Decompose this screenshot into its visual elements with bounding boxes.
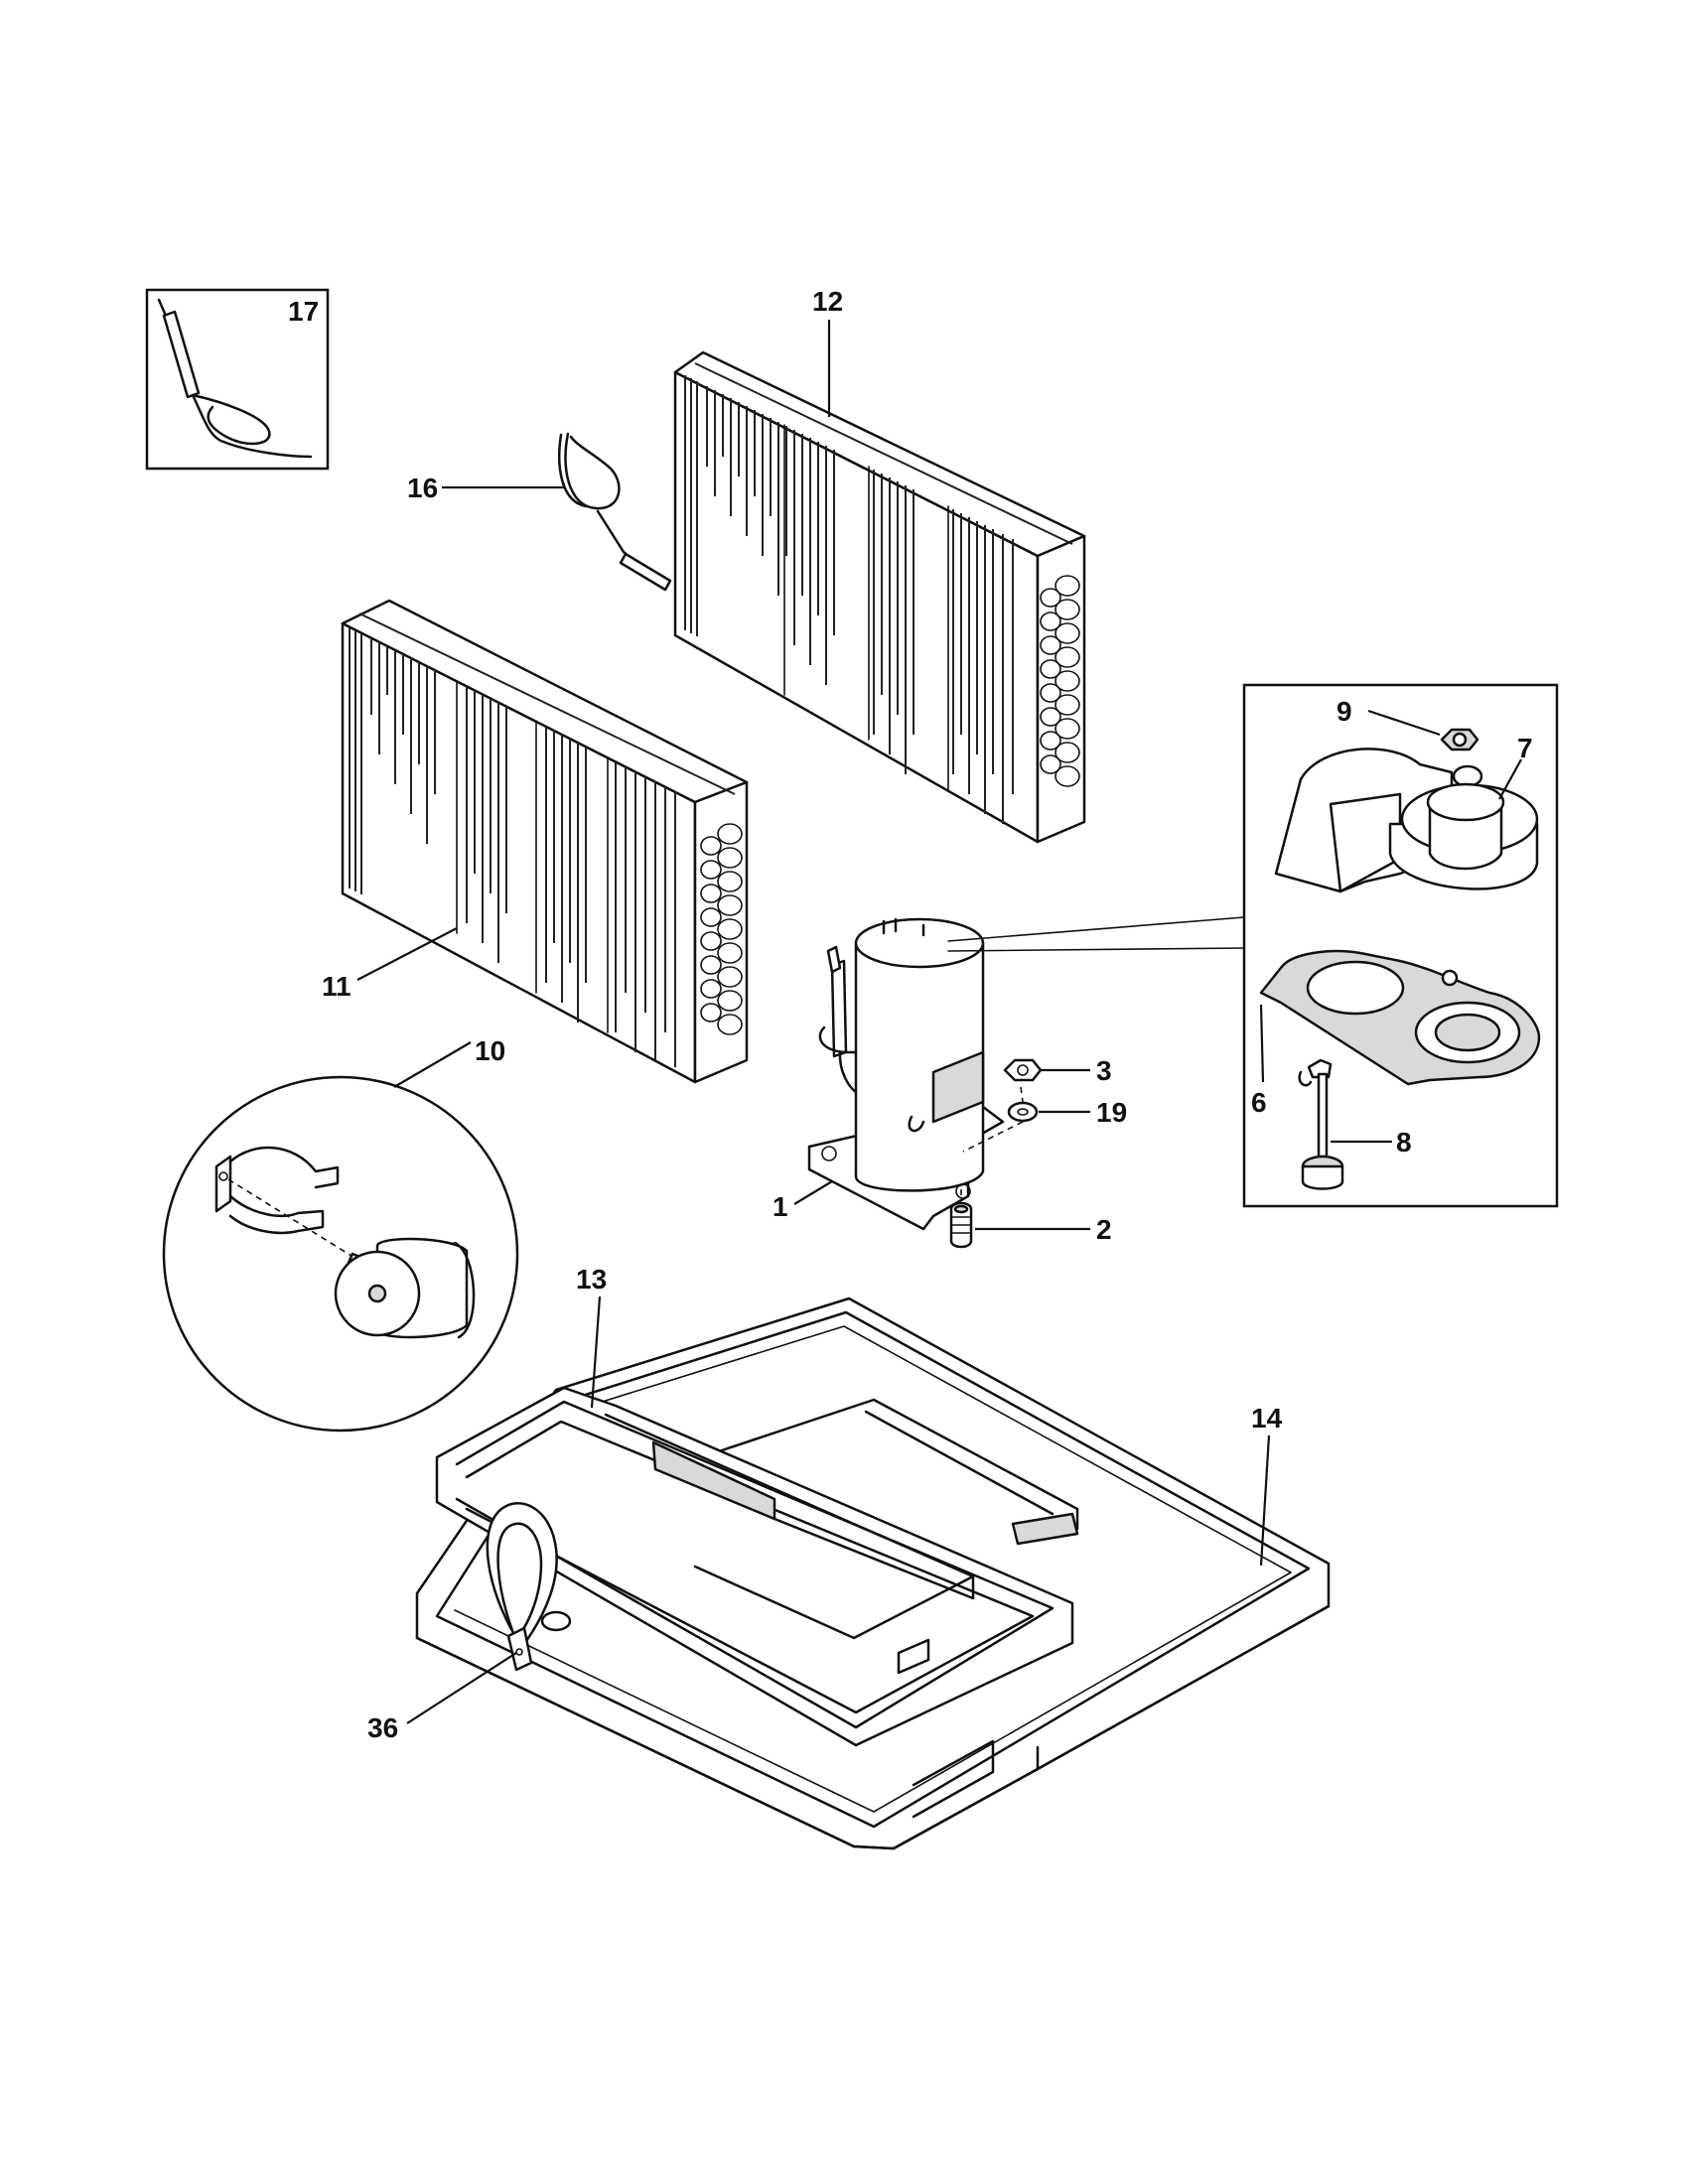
callout-14: 14 [1251, 1403, 1283, 1433]
cover-nut-icon [1440, 728, 1479, 751]
terminal-detail-box [1242, 683, 1559, 1208]
drain-pan-icon [435, 1386, 1074, 1747]
callout-16: 16 [407, 473, 438, 503]
callout-6: 6 [1251, 1087, 1267, 1118]
terminal-cover-icon [1274, 748, 1539, 893]
callout-2: 2 [1096, 1214, 1112, 1245]
callout-12: 12 [812, 286, 843, 317]
compressor-icon [807, 917, 1005, 1231]
gasket-plate-icon [1259, 949, 1541, 1086]
sensor-inset-icon [145, 288, 330, 471]
callout-3: 3 [1096, 1055, 1112, 1086]
callout-10: 10 [475, 1035, 505, 1066]
strap-icon [486, 1502, 558, 1672]
callout-11: 11 [322, 971, 352, 1002]
callout-13: 13 [576, 1264, 607, 1295]
terminal-stud-icon [1298, 1058, 1344, 1190]
callout-7: 7 [1517, 733, 1533, 763]
grommet-icon [949, 1201, 973, 1249]
condenser-coil-icon [673, 350, 1086, 844]
thermostat-bulb-icon [558, 432, 672, 592]
capacitor-detail-icon [162, 1075, 519, 1433]
evaporator-coil-icon [341, 599, 749, 1084]
nut-icon [1003, 1058, 1043, 1082]
callout-9: 9 [1336, 696, 1352, 727]
callout-8: 8 [1396, 1127, 1412, 1158]
callout-36: 36 [367, 1712, 398, 1743]
callout-19: 19 [1096, 1097, 1127, 1128]
callout-1: 1 [773, 1191, 788, 1222]
washer-icon [1007, 1101, 1039, 1123]
callout-17: 17 [288, 296, 319, 327]
